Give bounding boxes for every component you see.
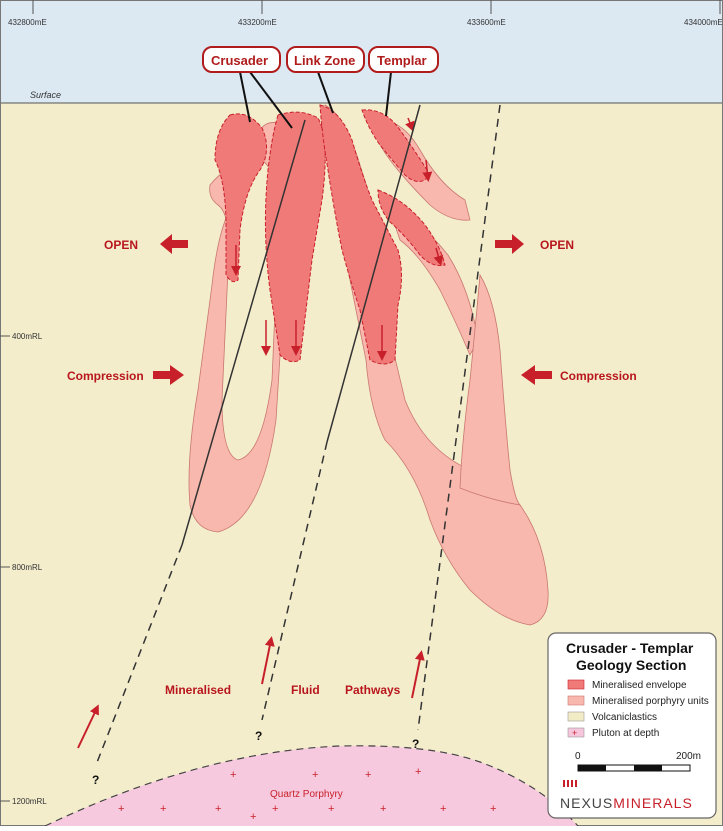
question-mark-1: ?: [92, 773, 99, 787]
svg-text:+: +: [160, 803, 166, 815]
svg-text:+: +: [490, 803, 496, 815]
rl-label-1200: 1200mRL: [12, 797, 47, 806]
svg-text:+: +: [380, 803, 386, 815]
pathway-word-1: Mineralised: [165, 683, 231, 697]
open-label-right: OPEN: [540, 238, 574, 252]
scale-label-zero: 0: [575, 751, 581, 762]
svg-text:+: +: [272, 803, 278, 815]
svg-text:+: +: [440, 803, 446, 815]
rl-label-800: 800mRL: [12, 563, 43, 572]
legend-title-line1: Crusader - Templar: [566, 640, 694, 656]
compression-label-right: Compression: [560, 369, 637, 383]
svg-text:+: +: [250, 811, 256, 823]
svg-text:+: +: [365, 769, 371, 781]
svg-text:+: +: [312, 769, 318, 781]
pathway-word-3: Pathways: [345, 683, 401, 697]
compression-label-left: Compression: [67, 369, 144, 383]
svg-text:+: +: [415, 766, 421, 778]
callout-templar: Templar: [369, 47, 438, 72]
callout-crusader-label: Crusader: [211, 53, 268, 68]
legend-swatch-porphyry: [568, 696, 584, 705]
callout-templar-label: Templar: [377, 53, 427, 68]
legend-swatch-pluton-cross: +: [572, 728, 577, 738]
callout-link-zone: Link Zone: [287, 47, 364, 72]
legend-item-envelope: Mineralised envelope: [592, 680, 687, 691]
logo-text: NEXUSMINERALS: [560, 795, 693, 811]
callout-crusader: Crusader: [203, 47, 280, 72]
question-mark-3: ?: [412, 737, 419, 751]
surface-label: Surface: [30, 90, 61, 100]
legend-item-pluton: Pluton at depth: [592, 728, 659, 739]
pathway-word-2: Fluid: [291, 683, 320, 697]
svg-text:+: +: [215, 803, 221, 815]
legend-swatch-volcaniclastics: [568, 712, 584, 721]
open-label-left: OPEN: [104, 238, 138, 252]
svg-text:+: +: [328, 803, 334, 815]
question-mark-2: ?: [255, 729, 262, 743]
easting-label-3: 433600mE: [467, 18, 506, 27]
legend-item-volcaniclastics: Volcaniclastics: [592, 712, 657, 723]
rl-label-400: 400mRL: [12, 332, 43, 341]
logo-text-minerals: MINERALS: [613, 795, 693, 811]
scale-bar: [578, 765, 690, 771]
easting-label-4: 434000mE: [684, 18, 723, 27]
scale-label-end: 200m: [676, 751, 701, 762]
legend-swatch-envelope: [568, 680, 584, 689]
legend-title-line2: Geology Section: [576, 657, 686, 673]
easting-label-2: 433200mE: [238, 18, 277, 27]
svg-text:+: +: [230, 769, 236, 781]
callout-link-zone-label: Link Zone: [294, 53, 355, 68]
quartz-porphyry-label: Quartz Porphyry: [270, 789, 343, 800]
svg-text:+: +: [118, 803, 124, 815]
legend-box: Crusader - Templar Geology Section Miner…: [548, 633, 716, 818]
legend-item-porphyry: Mineralised porphyry units: [592, 696, 709, 707]
logo-text-nexus: NEXUS: [560, 795, 613, 811]
easting-label-1: 432800mE: [8, 18, 47, 27]
